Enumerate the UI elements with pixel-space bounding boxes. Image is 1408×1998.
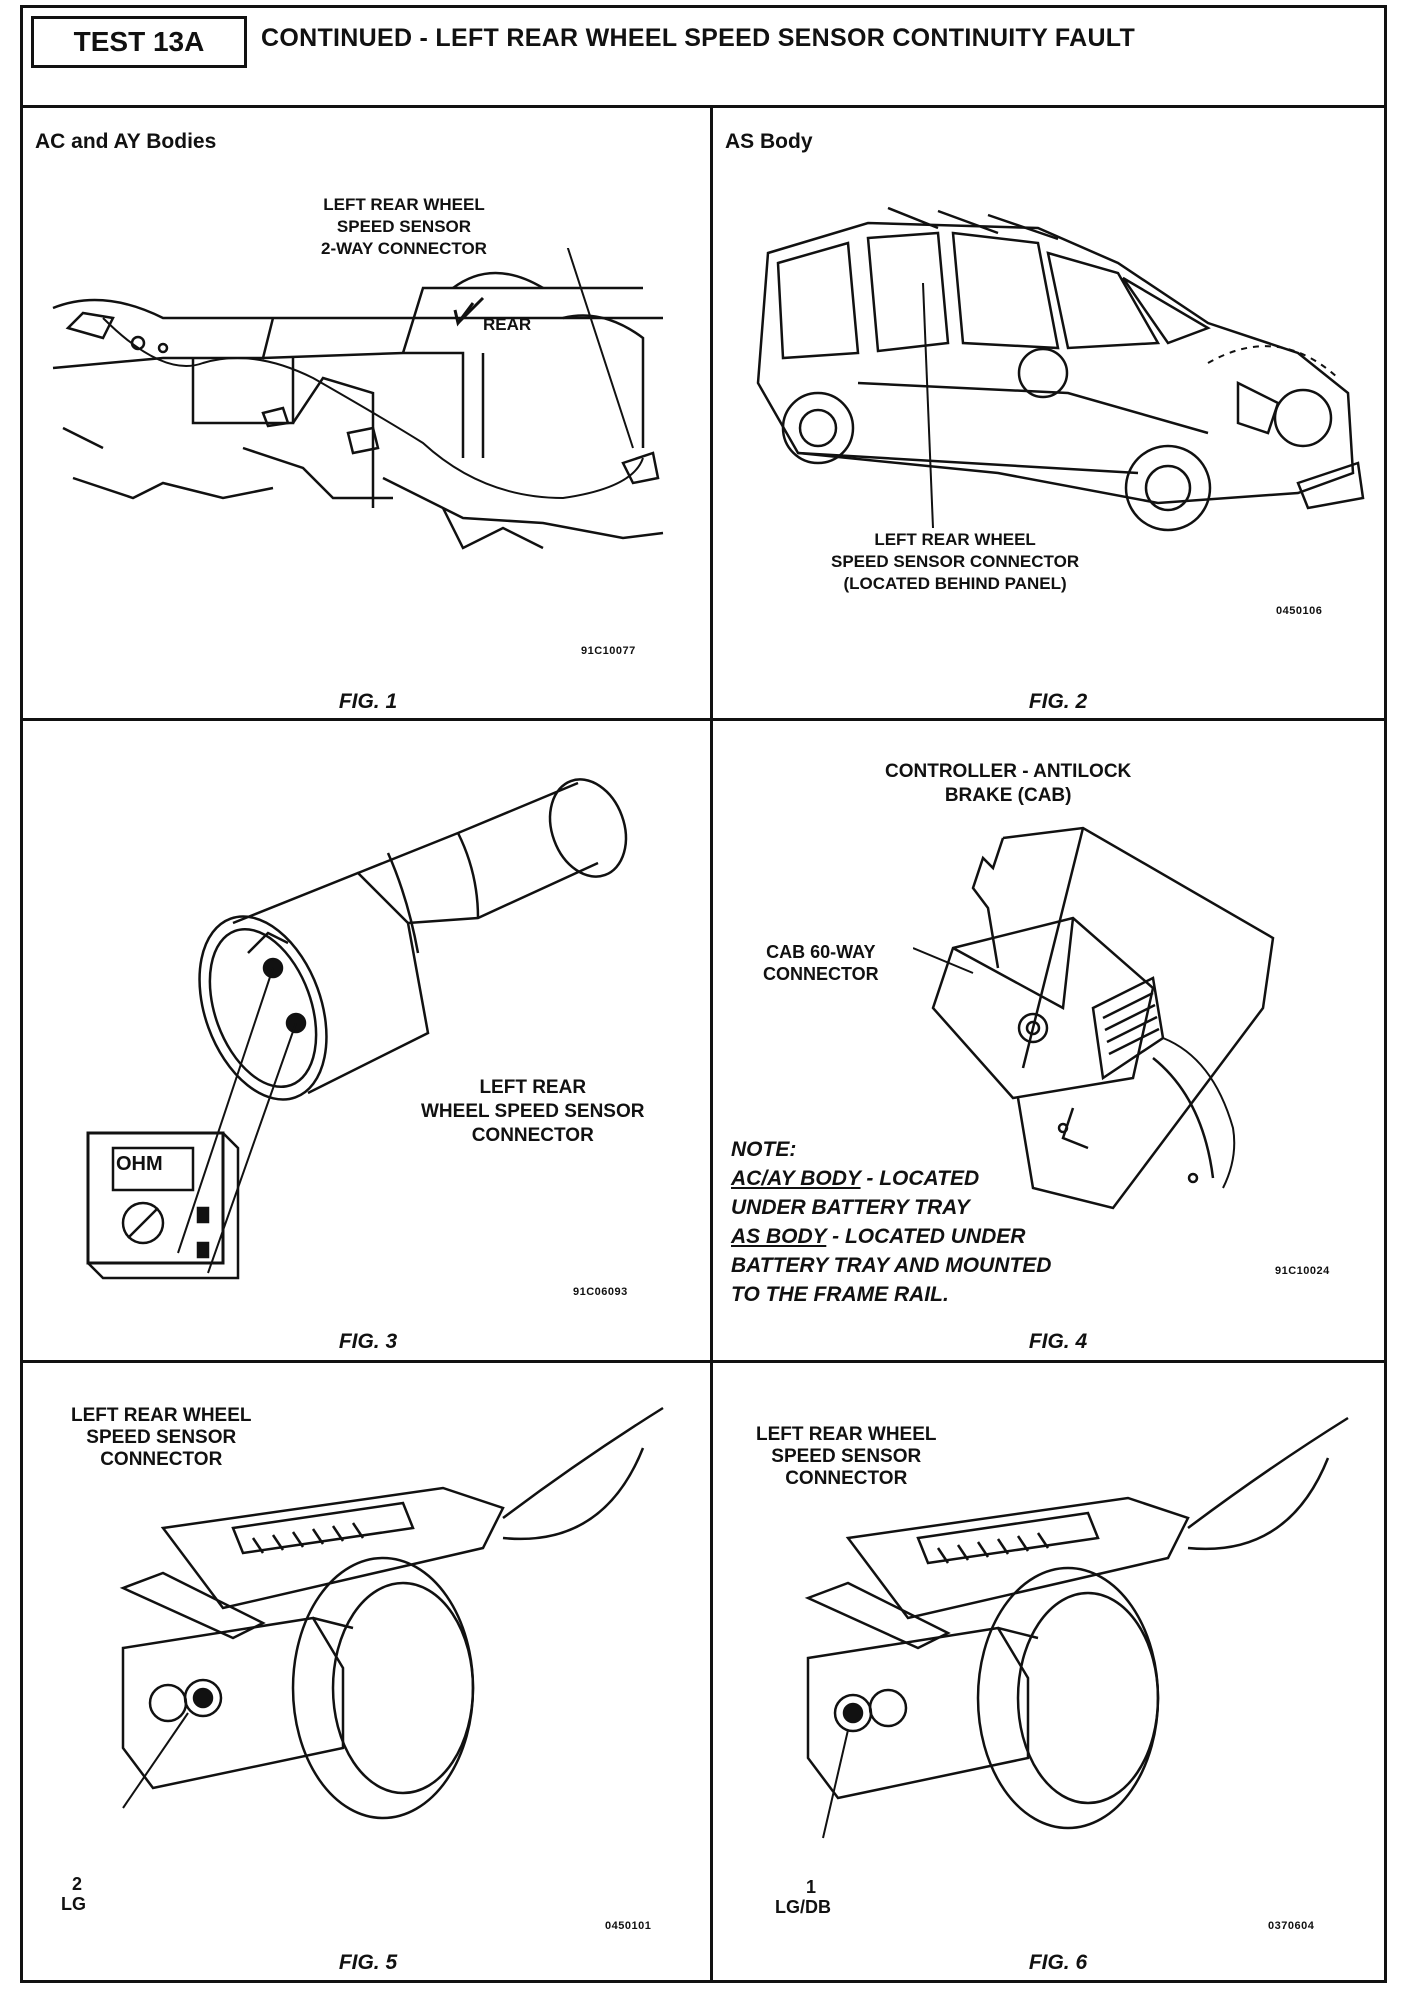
fig4-note-line1: AC/AY BODY - LOCATED xyxy=(731,1164,1051,1193)
fig2-caption: FIG. 2 xyxy=(1028,690,1088,713)
test-number-box: TEST 13A xyxy=(31,16,247,68)
fig4-note-as-location: - LOCATED UNDER xyxy=(826,1225,1026,1248)
fig4-note-line4: BATTERY TRAY AND MOUNTED xyxy=(731,1254,1052,1277)
fig4-drawing-code: 91C10024 xyxy=(1275,1265,1330,1277)
page-header: TEST 13A CONTINUED - LEFT REAR WHEEL SPE… xyxy=(23,8,1384,108)
fig1-connector-callout: LEFT REAR WHEEL SPEED SENSOR 2-WAY CONNE… xyxy=(321,195,487,258)
fig2-panel-title: AS Body xyxy=(725,130,813,153)
service-manual-page: TEST 13A CONTINUED - LEFT REAR WHEEL SPE… xyxy=(20,5,1387,1983)
fig3-connector-ohmmeter-illustration xyxy=(58,753,678,1293)
fig3-caption: FIG. 3 xyxy=(338,1330,398,1353)
fig4-controller-callout: CONTROLLER - ANTILOCK BRAKE (CAB) xyxy=(885,761,1132,806)
fig5-pin-wire-color: LG xyxy=(61,1894,86,1914)
fig5-drawing-code: 0450101 xyxy=(605,1920,652,1932)
fig4-connector-callout: CAB 60-WAY CONNECTOR xyxy=(763,942,879,984)
fig6-pin-wire-color: LG/DB xyxy=(775,1897,831,1917)
fig6-connector-illustration xyxy=(768,1408,1368,1908)
grid-divider-row1 xyxy=(23,718,1384,721)
page-title: CONTINUED - LEFT REAR WHEEL SPEED SENSOR… xyxy=(261,24,1136,52)
fig4-note-as-body: AS BODY xyxy=(731,1225,827,1248)
fig3-meter-display: OHM xyxy=(116,1153,163,1175)
grid-divider-vertical xyxy=(710,108,713,1983)
fig4-note: NOTE: AC/AY BODY - LOCATED UNDER BATTERY… xyxy=(731,1135,1051,1309)
fig2-vehicle-illustration xyxy=(738,203,1368,563)
fig4-note-line3: AS BODY - LOCATED UNDER xyxy=(731,1222,1051,1251)
grid-divider-row2 xyxy=(23,1360,1384,1363)
fig1-underbody-illustration xyxy=(43,248,683,568)
fig4-note-line5: TO THE FRAME RAIL. xyxy=(731,1283,949,1306)
fig5-connector-callout: LEFT REAR WHEEL SPEED SENSOR CONNECTOR xyxy=(71,1405,252,1470)
fig4-note-ac-ay-body: AC/AY BODY xyxy=(731,1167,861,1190)
fig4-caption: FIG. 4 xyxy=(1028,1330,1088,1353)
fig1-caption: FIG. 1 xyxy=(338,690,398,713)
fig4-controller-illustration xyxy=(913,808,1313,1228)
fig5-connector-illustration xyxy=(83,1388,683,1908)
fig6-connector-callout: LEFT REAR WHEEL SPEED SENSOR CONNECTOR xyxy=(756,1424,937,1489)
fig6-pin-number: 1 xyxy=(806,1877,817,1897)
fig1-panel-title: AC and AY Bodies xyxy=(35,130,217,153)
fig4-note-line2: UNDER BATTERY TRAY xyxy=(731,1196,970,1219)
fig5-caption: FIG. 5 xyxy=(338,1951,398,1974)
fig3-drawing-code: 91C06093 xyxy=(573,1286,628,1298)
fig6-drawing-code: 0370604 xyxy=(1268,1920,1315,1932)
fig2-connector-callout: LEFT REAR WHEEL SPEED SENSOR CONNECTOR (… xyxy=(831,530,1080,593)
fig5-pin-number: 2 xyxy=(72,1874,83,1894)
fig6-caption: FIG. 6 xyxy=(1028,1951,1088,1974)
fig4-note-ac-ay-location: - LOCATED xyxy=(860,1167,980,1190)
fig4-note-heading: NOTE: xyxy=(731,1138,797,1161)
fig3-connector-callout: LEFT REAR WHEEL SPEED SENSOR CONNECTOR xyxy=(421,1077,645,1146)
fig1-drawing-code: 91C10077 xyxy=(581,645,636,657)
fig2-drawing-code: 0450106 xyxy=(1276,605,1323,617)
fig1-rear-callout: REAR xyxy=(483,315,532,334)
